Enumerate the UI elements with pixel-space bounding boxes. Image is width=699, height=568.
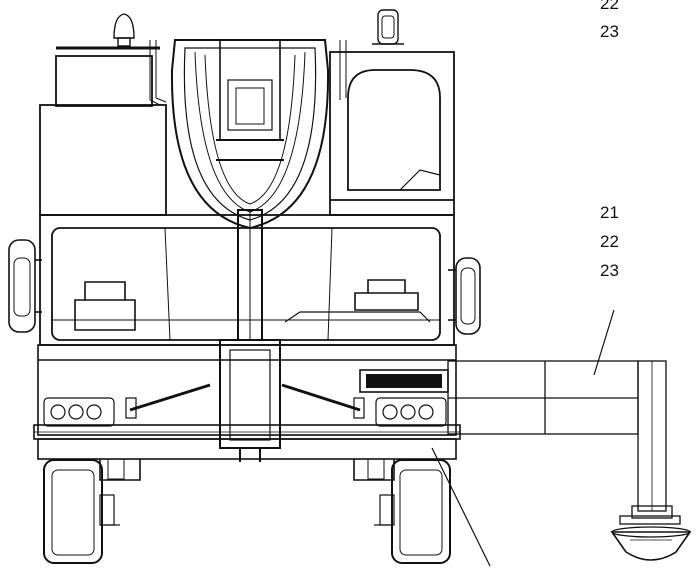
seat-right: [354, 279, 419, 311]
beacon-left: [113, 13, 135, 39]
boom-pulley-block: [219, 39, 281, 141]
callout-23: 23: [600, 261, 619, 280]
seats: [74, 279, 431, 331]
callout-23-top: 23: [600, 22, 619, 41]
mirror-left: [8, 239, 36, 333]
lower-chassis: [33, 344, 461, 481]
leader-line-callout: [593, 309, 615, 376]
outrigger-jack-collar: [631, 505, 673, 519]
seat-left: [74, 281, 136, 331]
headlight-cluster-right: [375, 397, 447, 427]
upper-structure: [39, 46, 455, 216]
hydraulic-lines: [149, 40, 347, 106]
wheel-left: [43, 459, 103, 564]
engine-cover: [55, 55, 153, 107]
callout-22: 22: [600, 232, 619, 251]
axle-right-bracket: [353, 459, 395, 481]
callout-group-top: 22 23: [600, 0, 619, 41]
wheels: [43, 459, 451, 564]
axle-housing: [37, 438, 457, 460]
engine-housing: [39, 104, 167, 216]
side-mirrors: [8, 239, 481, 335]
outrigger-foot-pad: [610, 531, 692, 561]
headlights: [43, 397, 447, 427]
chassis-frame: [37, 344, 457, 436]
hook-block: [219, 339, 281, 449]
outrigger: [447, 360, 692, 561]
operator-cab-window: [347, 69, 441, 191]
callout-group-middle: 21 22 23: [600, 203, 619, 280]
operator-cab: [329, 51, 455, 216]
outrigger-jack-ring: [619, 515, 681, 525]
mirror-right: [455, 257, 481, 335]
cab-front-panel: [39, 214, 455, 346]
beacons: [113, 9, 404, 47]
front-struts: [129, 383, 361, 412]
beacon-right: [377, 9, 399, 45]
headlight-cluster-left: [43, 397, 115, 427]
callout-22-top: 22: [600, 0, 619, 13]
wheel-hubs: [99, 494, 395, 526]
axle-left-bracket: [99, 459, 141, 481]
windshield: [51, 227, 441, 341]
license-plate: [359, 369, 449, 393]
leader-line-bumper: [431, 447, 491, 567]
wheel-right: [391, 459, 451, 564]
leader-lines: [431, 309, 615, 567]
telescopic-boom: [170, 39, 330, 462]
callout-21: 21: [600, 203, 619, 222]
